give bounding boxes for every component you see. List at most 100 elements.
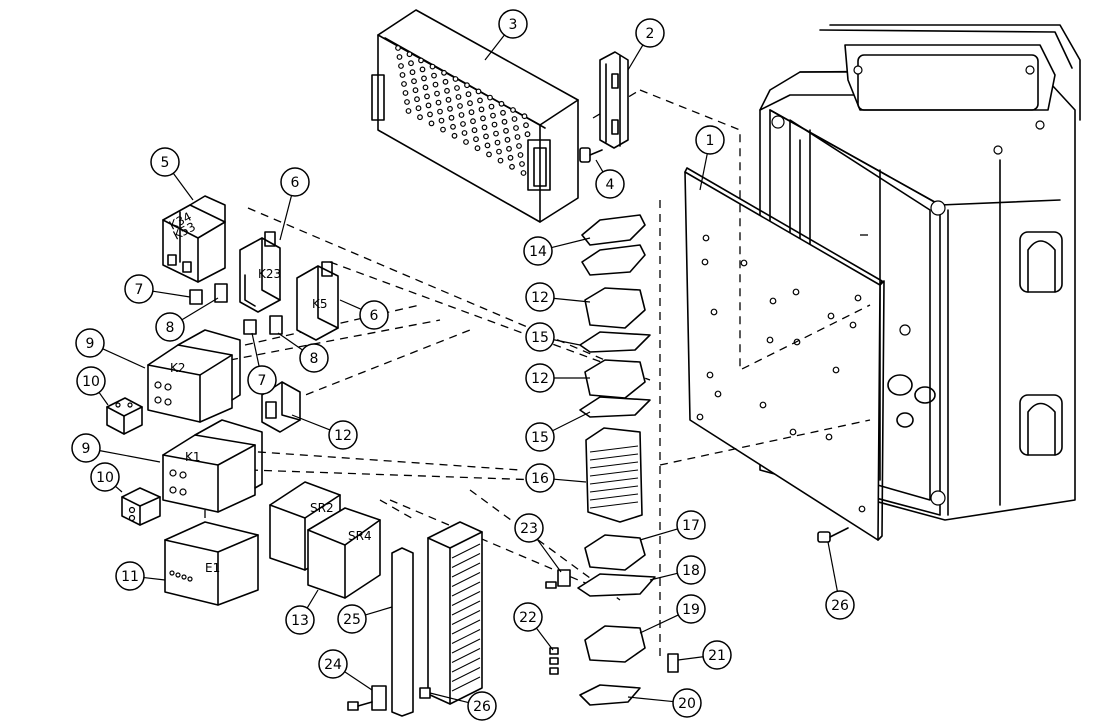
callout-22: 22 [513, 602, 554, 651]
sr4-label: SR4 [348, 529, 372, 543]
callout-number-5: 5 [161, 155, 170, 171]
callout-number-6b: 6 [370, 308, 379, 324]
callout-circle-23 [514, 513, 544, 543]
callout-leader-9b [99, 450, 161, 463]
callout-circle-17 [676, 510, 706, 540]
callout-number-26a: 26 [473, 699, 491, 715]
callout-9b: 9 [71, 433, 161, 463]
callout-leader-8b [277, 332, 303, 351]
callout-circle-22 [513, 602, 543, 632]
callout-leader-10a [98, 392, 109, 406]
callout-circle-25 [337, 604, 367, 634]
e1-label: E1 [205, 561, 220, 575]
callout-circle-5 [150, 147, 180, 177]
callout-leader-18 [649, 572, 678, 581]
callout-12c: 12 [291, 414, 358, 450]
callout-number-24: 24 [324, 657, 342, 673]
callout-number-18: 18 [682, 563, 700, 579]
callout-number-12c: 12 [334, 428, 352, 444]
callout-number-9a: 9 [86, 336, 95, 352]
marker-21 [667, 653, 679, 673]
contactor-k1: K1 [162, 419, 263, 513]
callout-layer: 1234566778899101011121212131415151617181… [71, 9, 855, 721]
callout-number-12b: 12 [531, 371, 549, 387]
callout-15b: 15 [525, 411, 591, 452]
partition-plate-18 [577, 573, 656, 597]
callout-circle-12c [328, 420, 358, 450]
partition-plate-15-upper [579, 331, 651, 353]
callout-circle-6b [359, 300, 389, 330]
callout-circle-7b [247, 365, 277, 395]
callout-leader-23 [536, 538, 562, 573]
callout-leader-9a [102, 348, 146, 369]
callout-leader-10b [115, 485, 123, 493]
callout-circle-15b [525, 422, 555, 452]
callout-leader-4 [595, 159, 604, 173]
callout-circle-15a [525, 322, 555, 352]
callout-7b: 7 [247, 332, 277, 395]
callout-number-8b: 8 [310, 351, 319, 367]
callout-number-25: 25 [343, 612, 361, 628]
callout-leader-11 [143, 576, 166, 581]
terminal-block-17 [584, 534, 646, 571]
callout-circle-2 [635, 18, 665, 48]
end-plate-20 [579, 684, 641, 706]
ground-clamp [347, 685, 387, 711]
callout-number-4: 4 [606, 177, 615, 193]
perforated-cover [371, 9, 579, 223]
callout-15a: 15 [525, 322, 581, 352]
callout-8b: 8 [277, 332, 329, 373]
sr2-label: SR2 [310, 501, 334, 515]
callout-circle-1 [695, 125, 725, 155]
screws-22 [549, 647, 559, 675]
callout-number-2: 2 [646, 26, 655, 42]
callout-1: 1 [695, 125, 725, 191]
callout-leader-14 [551, 237, 591, 249]
callout-3: 3 [484, 9, 528, 61]
callout-circle-9a [75, 328, 105, 358]
callout-number-23: 23 [520, 521, 538, 537]
callout-16: 16 [525, 463, 587, 493]
callout-circle-11 [115, 561, 145, 591]
callout-leader-12c [291, 414, 331, 431]
callout-circle-10b [90, 462, 120, 492]
callout-21: 21 [677, 640, 732, 670]
terminal-block-12-lower [584, 359, 646, 399]
callout-number-1: 1 [706, 133, 715, 149]
relay-socket-k23: K23 [239, 231, 281, 313]
terminal-strip-ribs [589, 445, 639, 509]
callout-leader-6b [339, 299, 362, 310]
callout-leader-26a [429, 692, 469, 704]
callout-19: 19 [639, 594, 706, 634]
callout-8a: 8 [155, 297, 219, 342]
callout-circle-7a [124, 274, 154, 304]
callout-circle-9b [71, 433, 101, 463]
callout-number-10b: 10 [96, 470, 114, 486]
plate-mounting-holes [696, 234, 866, 513]
callout-circle-10a [76, 366, 106, 396]
callout-circle-8a [155, 312, 185, 342]
callout-number-12a: 12 [531, 290, 549, 306]
callout-12b: 12 [525, 363, 590, 393]
callout-number-10a: 10 [82, 374, 100, 390]
cable-duct-slots [451, 543, 481, 692]
relay-k34-k53: K34 K53 [162, 195, 226, 283]
callout-leader-7b [251, 332, 260, 367]
callout-number-9b: 9 [82, 441, 91, 457]
callout-leader-8a [181, 297, 219, 321]
callout-number-19: 19 [682, 602, 700, 618]
callout-13: 13 [285, 589, 319, 635]
mounting-plate [684, 167, 885, 541]
callout-number-6a: 6 [291, 175, 300, 191]
terminal-block-19 [584, 625, 646, 663]
callout-6b: 6 [339, 299, 389, 330]
callout-12a: 12 [525, 282, 591, 312]
callout-leader-2 [627, 44, 644, 71]
callout-2: 2 [627, 18, 665, 71]
relay-socket-k5: K5 [296, 261, 339, 341]
callout-leader-1 [699, 153, 708, 191]
callout-leader-6a [279, 195, 293, 241]
callout-25: 25 [337, 604, 393, 634]
callout-leader-24 [344, 671, 373, 691]
callout-circle-20 [672, 688, 702, 718]
